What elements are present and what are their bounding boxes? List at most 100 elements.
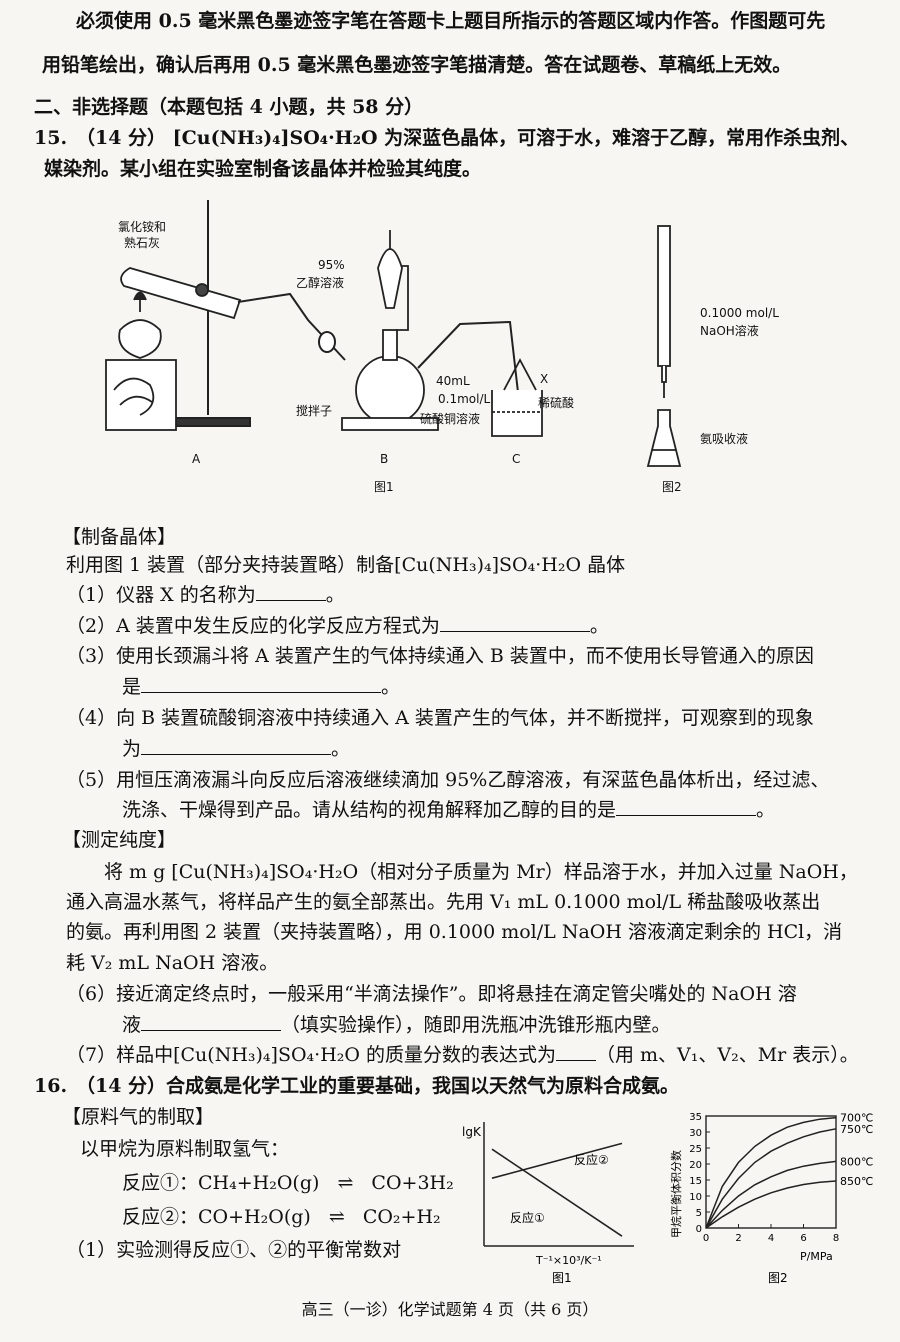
- q15-6-line-2: 液 （填实验操作），随即用洗瓶冲洗锥形瓶内壁。: [122, 1012, 671, 1038]
- test-tube: [120, 267, 242, 320]
- chart2-y-tick-label: 25: [689, 1144, 702, 1155]
- chart2-series-line-2: [705, 1128, 837, 1229]
- answer-blank-3[interactable]: [141, 674, 382, 693]
- alcohol-lamp: [118, 291, 162, 359]
- purity-p3: 的氨。再利用图 2 装置（夹持装置略），用 0.1000 mol/L NaOH …: [66, 921, 843, 943]
- q15-3-text: 是: [122, 676, 142, 698]
- answer-blank-4[interactable]: [141, 736, 332, 755]
- q15-2-end: 。: [589, 615, 609, 637]
- purity-p2: 通入高温水蒸气，将样品产生的氨全部蒸出。先用 V₁ mL 0.1000 mol/…: [66, 891, 821, 913]
- q15-5-line-2: 洗涤、干燥得到产品。请从结构的视角解释加乙醇的目的是。: [122, 797, 775, 823]
- q15-1-text: （1）仪器 X 的名称为: [66, 584, 256, 606]
- chart2-caption: 图2: [768, 1271, 788, 1285]
- apparatus-a: A: [192, 452, 201, 466]
- reaction-2-right: CO₂+H₂: [362, 1206, 441, 1228]
- chart2-series-line-3: [705, 1160, 837, 1229]
- q15-4-line-1: （4）向 B 装置硫酸铜溶液中持续通入 A 装置产生的气体，并不断搅拌，可观察到…: [66, 707, 814, 729]
- q15-number: 15.: [34, 127, 68, 149]
- chart1-series-label-r2: 反应②: [574, 1152, 609, 1167]
- reaction-2: 反应②：CO+H₂O(g)⇌CO₂+H₂: [122, 1204, 441, 1230]
- chart2-y-tick-label: 35: [689, 1112, 702, 1123]
- chart2-y-tick-label: 15: [689, 1176, 702, 1187]
- beaker-c: [491, 358, 543, 437]
- figure-2-caption: 图2: [662, 480, 682, 494]
- q15-4-text: 为: [122, 738, 142, 760]
- q15-1: （1）仪器 X 的名称为 。: [66, 582, 345, 608]
- label-absorb: 氨吸收液: [700, 432, 749, 446]
- page-footer: 高三（一诊）化学试题第 4 页（共 6 页）: [301, 1300, 599, 1319]
- three-neck-flask: [341, 329, 439, 431]
- reaction-1-label: 反应①：: [122, 1172, 199, 1194]
- label-ethanol-2: 乙醇溶液: [296, 276, 345, 290]
- chart2-y-tick-label: 5: [696, 1208, 702, 1219]
- q15-intro-1: （14 分） [Cu(NH₃)₄]SO₄·H₂O 为深蓝色晶体，可溶于水，难溶于…: [76, 127, 860, 149]
- raw-title: 【原料气的制取】: [62, 1106, 215, 1128]
- purity-p1: 将 m g [Cu(NH₃)₄]SO₄·H₂O（相对分子质量为 Mr）样品溶于水…: [104, 861, 858, 883]
- raw-intro: 以甲烷为原料制取氢气：: [80, 1138, 290, 1160]
- label-reagent-a-2: 熟石灰: [124, 236, 161, 250]
- chart2-y-tick-label: 0: [696, 1224, 702, 1235]
- prep-title: 【制备晶体】: [62, 526, 177, 548]
- label-concentration: 0.1mol/L: [438, 392, 491, 406]
- chart2-x-tick-label: 0: [703, 1233, 709, 1244]
- chart1-series-line-2: [491, 1148, 623, 1237]
- figure-1-caption: 图1: [374, 480, 394, 494]
- q15-3-end: 。: [381, 676, 401, 698]
- apparatus-c: C: [512, 452, 521, 466]
- q15-7-end: （用 m、V₁、V₂、Mr 表示）。: [596, 1044, 859, 1066]
- label-naoh-2: NaOH溶液: [700, 324, 759, 338]
- reaction-1-left: CH₄+H₂O(g): [198, 1172, 320, 1194]
- q15-5-end: 。: [756, 799, 776, 821]
- q16-intro: （14 分）合成氨是化学工业的重要基础，我国以天然气为原料合成氨。: [76, 1075, 680, 1097]
- q15-intro-2: 媒染剂。某小组在实验室制备该晶体并检验其纯度。: [44, 158, 482, 180]
- label-volume: 40mL: [436, 374, 470, 388]
- q16-chart-1: lgK T⁻¹×10³/K⁻¹ 反应② 反应① 图1: [462, 1122, 634, 1285]
- q15-6-text: 液: [122, 1014, 142, 1036]
- reaction-1-right: CO+3H₂: [371, 1172, 454, 1194]
- q15-3-line-1: （3）使用长颈漏斗将 A 装置产生的气体持续通入 B 装置中，而不使用长导管通入…: [66, 645, 814, 667]
- label-ethanol-1: 95%: [318, 258, 345, 272]
- label-cuso4: 硫酸铜溶液: [420, 412, 481, 426]
- label-acid: 稀硫酸: [538, 396, 575, 410]
- section-title: 二、非选择题（本题包括 4 小题，共 58 分）: [34, 96, 424, 118]
- chart2-xlabel: P/MPa: [800, 1250, 833, 1263]
- header-line-2: 用铅笔绘出，确认后再用 0.5 毫米黑色墨迹签字笔描清楚。答在试题卷、草稿纸上无…: [42, 54, 792, 76]
- q15-4-line-2: 为。: [122, 736, 350, 762]
- q15-7: （7）样品中[Cu(NH₃)₄]SO₄·H₂O 的质量分数的表达式为 （用 m、V…: [66, 1042, 859, 1068]
- header-line-1: 必须使用 0.5 毫米黑色墨迹签字笔在答题卡上题目所指示的答题区域内作答。作图题…: [76, 10, 826, 32]
- chart2-series-line-1: [705, 1116, 837, 1229]
- answer-blank-2[interactable]: [439, 613, 590, 632]
- q15-4-end: 。: [331, 738, 351, 760]
- reaction-1: 反应①：CH₄+H₂O(g) ⇌ CO+3H₂: [122, 1170, 454, 1196]
- answer-blank-6[interactable]: [141, 1012, 282, 1031]
- q15-1-end: 。: [325, 584, 345, 606]
- label-x: X: [540, 372, 549, 386]
- q15-7-text: （7）样品中[Cu(NH₃)₄]SO₄·H₂O 的质量分数的表达式为: [66, 1044, 556, 1066]
- label-reagent-a-1: 氯化铵和: [118, 220, 167, 234]
- purity-p4: 耗 V₂ mL NaOH 溶液。: [66, 952, 279, 974]
- chart1-series-line-1: [491, 1142, 623, 1179]
- wood-block: [105, 359, 177, 431]
- answer-blank-7[interactable]: [556, 1042, 596, 1061]
- equilibrium-arrow-icon: ⇌: [337, 1172, 354, 1194]
- chart2-x-tick-label: 2: [735, 1233, 741, 1244]
- answer-blank-1[interactable]: [255, 582, 326, 601]
- chart2-series-line-4: [705, 1180, 837, 1229]
- delivery-tube: [237, 292, 346, 361]
- chart2-series-label-4: 850℃: [840, 1175, 873, 1188]
- label-stirrer: 搅拌子: [296, 404, 333, 418]
- prep-intro: 利用图 1 装置（部分夹持装置略）制备[Cu(NH₃)₄]SO₄·H₂O 晶体: [66, 554, 626, 576]
- q15-6-line-1: （6）接近滴定终点时，一般采用“半滴法操作”。即将悬挂在滴定管尖嘴处的 NaOH…: [66, 983, 797, 1005]
- answer-blank-5[interactable]: [616, 797, 757, 816]
- figure-2-burette: [646, 225, 682, 467]
- chart2-y-tick-label: 30: [689, 1128, 702, 1139]
- q15-6-tail: （填实验操作），随即用洗瓶冲洗锥形瓶内壁。: [281, 1014, 671, 1036]
- q15-2-text: （2）A 装置中发生反应的化学反应方程式为: [66, 615, 440, 637]
- q16-number: 16.: [34, 1075, 68, 1097]
- reaction-2-left: CO+H₂O(g): [198, 1206, 311, 1228]
- q15-3-line-2: 是。: [122, 674, 400, 700]
- q15-2: （2）A 装置中发生反应的化学反应方程式为 。: [66, 613, 609, 639]
- q15-5-line-1: （5）用恒压滴液漏斗向反应后溶液继续滴加 95%乙醇溶液，有深蓝色晶体析出，经过…: [66, 769, 830, 791]
- chart2-y-tick-label: 10: [689, 1192, 702, 1203]
